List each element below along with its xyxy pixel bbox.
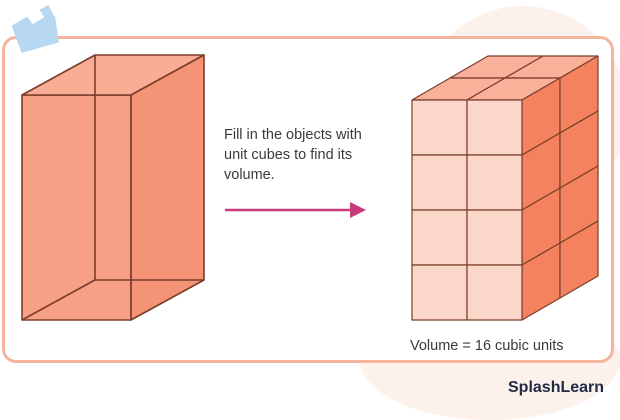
cube-front-face [411, 154, 468, 211]
instruction-caption: Fill in the objects with unit cubes to f… [224, 125, 399, 185]
caption-line: volume. [224, 167, 275, 183]
cube-front-face [466, 99, 523, 156]
caption-line: Fill in the objects with [224, 127, 362, 143]
cube-front-face [466, 264, 523, 321]
puzzle-tile-icon [11, 5, 59, 53]
empty-prism [21, 54, 205, 321]
right-arrow-icon [225, 202, 366, 218]
cube-front-face [466, 209, 523, 266]
cube-side-face [559, 220, 599, 299]
caption-line: unit cubes to find its [224, 147, 353, 163]
illustration-stage: Fill in the objects with unit cubes to f… [2, 5, 620, 420]
illustration-svg [11, 5, 599, 321]
cube-front-face [411, 264, 468, 321]
cube-front-face [466, 154, 523, 211]
brand-logo: SplashLearn [508, 379, 605, 396]
volume-label: Volume = 16 cubic units [410, 338, 564, 354]
cube-filled-prism [411, 55, 599, 321]
prism-hidden-edge [21, 279, 96, 321]
prism-front-face [21, 94, 132, 321]
cube-front-face [411, 99, 468, 156]
cube-front-face [411, 209, 468, 266]
